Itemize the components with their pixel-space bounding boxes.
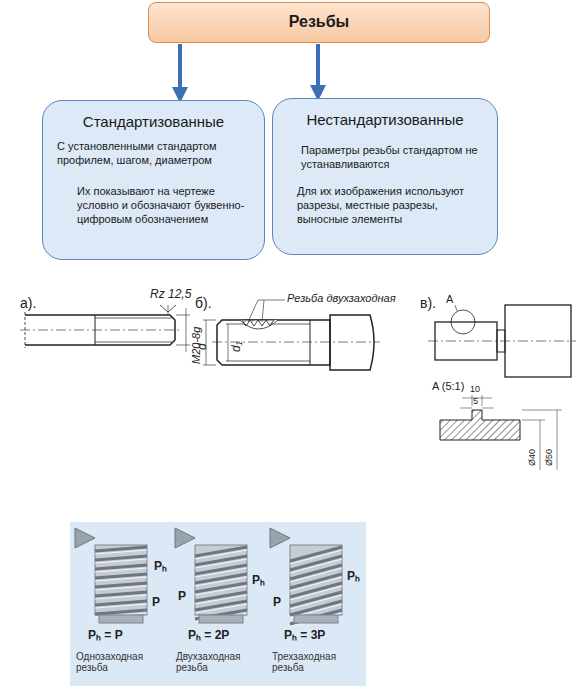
figure-letter: в). — [420, 296, 436, 311]
box-text: Для их изображения используют разрезы, м… — [287, 185, 483, 226]
box-text: С установленными стандартом профилем, ша… — [57, 140, 250, 168]
lead-formula: Pₕ = 2P — [188, 629, 229, 642]
box-text: Параметры резьбы стандартом не устанавли… — [287, 144, 483, 172]
pitch-label: P — [152, 596, 160, 609]
box-text: Их показывают на чертеже условно и обозн… — [57, 185, 250, 226]
category-box: НестандартизованныеПараметры резьбы стан… — [272, 98, 498, 255]
detail-label: A (5:1) — [432, 380, 464, 392]
view-letter: A — [446, 293, 453, 305]
pitch-label: P — [273, 596, 281, 609]
title-box: Резьбы — [148, 2, 490, 43]
lead-label: Pₕ — [154, 560, 167, 573]
thread-caption: Трехзаходная резьба — [272, 651, 362, 673]
thread-caption: Однозаходная резьба — [76, 651, 166, 673]
dimension: Ø40 — [528, 449, 538, 466]
dimension: d₁ — [230, 342, 243, 352]
dimension: 10 — [470, 385, 480, 395]
thread-starts-picture — [70, 522, 366, 686]
bolt-drawing — [203, 300, 380, 370]
figure-letter: б). — [195, 296, 212, 311]
lead-label: Pₕ — [347, 570, 360, 583]
box-heading: Стандартизованные — [57, 113, 250, 132]
rod-drawing — [20, 305, 190, 352]
roughness-mark: Rz 12,5 — [150, 288, 191, 301]
lead-formula: Pₕ = P — [88, 629, 123, 642]
arrow-connector — [316, 44, 320, 97]
figure-letter: а). — [20, 296, 36, 311]
dimension: 5 — [473, 397, 478, 407]
dimension: d — [196, 343, 209, 350]
pitch-label: P — [178, 590, 186, 603]
box-heading: Резьбы — [157, 12, 481, 32]
lead-formula: Pₕ = 3P — [284, 629, 325, 642]
box-heading: Нестандартизованные — [287, 111, 483, 130]
thread-note: Резьба двухзаходная — [287, 292, 396, 304]
thread-caption: Двухзаходная резьба — [176, 651, 266, 673]
dimension: Ø50 — [545, 449, 555, 466]
arrow-connector — [178, 44, 182, 99]
category-box: Стандартизованные С установленными станда… — [42, 100, 265, 260]
shaft-drawing — [428, 305, 576, 470]
lead-label: Pₕ — [252, 574, 265, 587]
